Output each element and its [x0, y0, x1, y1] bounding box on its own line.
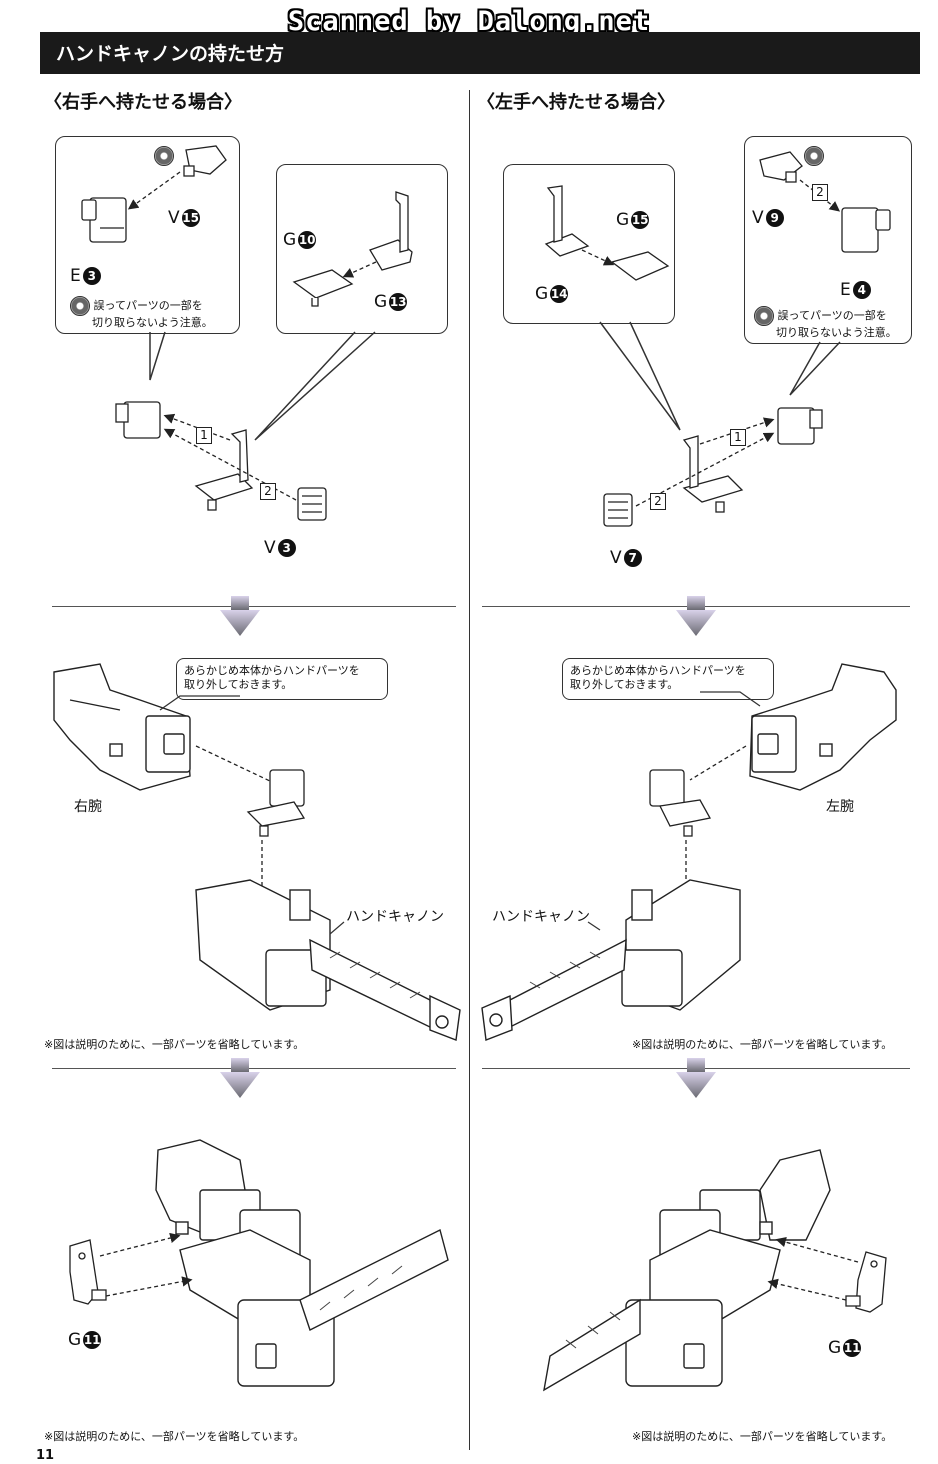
right-cannon-label: ハンドキャノン	[346, 909, 444, 925]
left-hand-title: 〈左手へ持たせる場合〉	[477, 92, 675, 113]
cutter-caution-icon	[70, 296, 90, 316]
step-number-1: 1	[196, 427, 212, 444]
cutter-caution-icon	[804, 146, 824, 166]
right-prep-callout	[176, 658, 388, 700]
left-caution-note: 誤ってパーツの一部を 切り取らないよう注意。	[754, 306, 897, 340]
right-prep-note: あらかじめ本体からハンドパーツを 取り外しておきます。	[184, 664, 360, 691]
right-cutting-callout	[55, 136, 240, 334]
left-prep-note: あらかじめ本体からハンドパーツを 取り外しておきます。	[570, 664, 746, 691]
down-arrow	[676, 596, 716, 636]
cutter-caution-icon	[754, 306, 774, 326]
right-arm-label: 右腕	[74, 799, 102, 815]
left-cannon-label: ハンドキャノン	[492, 909, 590, 925]
step-number-2: 2	[650, 493, 666, 510]
left-parts-callout	[503, 164, 675, 324]
right-parts-callout	[276, 164, 448, 334]
left-cutting-callout	[744, 136, 912, 344]
right-hand-title: 〈右手へ持たせる場合〉	[44, 92, 242, 113]
down-arrow	[220, 596, 260, 636]
scan-watermark: Scanned by Dalong.net	[287, 6, 651, 37]
right-caution-note: 誤ってパーツの一部を 切り取らないよう注意。	[70, 296, 213, 330]
left-arm-label: 左腕	[826, 799, 854, 815]
step-number-2: 2	[260, 483, 276, 500]
left-omit-note-2: ※図は説明のために、一部パーツを省略しています。	[632, 1430, 893, 1443]
step-number-1: 1	[730, 429, 746, 446]
section-header: ハンドキャノンの持たせ方	[40, 32, 920, 74]
separator	[52, 606, 456, 607]
right-omit-note-2: ※図は説明のために、一部パーツを省略しています。	[44, 1430, 305, 1443]
right-omit-note: ※図は説明のために、一部パーツを省略しています。	[44, 1038, 305, 1051]
left-prep-callout	[562, 658, 774, 700]
down-arrow	[676, 1058, 716, 1098]
cutter-caution-icon	[154, 146, 174, 166]
step-number-2-top: 2	[812, 184, 828, 201]
page-number: 11	[36, 1448, 55, 1463]
left-omit-note: ※図は説明のために、一部パーツを省略しています。	[632, 1038, 893, 1051]
section-title: ハンドキャノンの持たせ方	[56, 43, 285, 65]
column-divider	[469, 90, 470, 1450]
separator	[52, 1068, 456, 1069]
down-arrow	[220, 1058, 260, 1098]
